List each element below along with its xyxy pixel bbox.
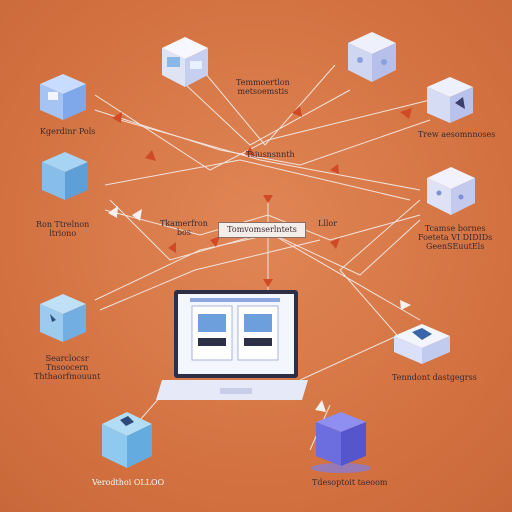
- bottom-left-node-label: Verodthoi OLLOO: [92, 478, 165, 487]
- cube-icon: [427, 77, 473, 123]
- center-box-label: Tomvomserlntets: [227, 225, 297, 234]
- cube-icon: [394, 324, 450, 364]
- cube-icon: [102, 412, 152, 468]
- cube-icon: [40, 294, 86, 342]
- right-mid-node-label: Tenndont dastgegrss: [392, 373, 477, 382]
- top-right-node-label: Trew aesomnnoses: [418, 130, 496, 139]
- cube-icon: [162, 37, 208, 87]
- cube-icon: [42, 152, 88, 200]
- cube-icon: [311, 412, 371, 473]
- cube-icon: [40, 74, 86, 120]
- bottom-right-node-label: Tdesoptoit taeoom: [312, 478, 388, 487]
- center-box: Tomvomserlntets: [218, 222, 306, 238]
- cube-icon: [348, 32, 396, 82]
- laptop-icon: [156, 290, 308, 400]
- center-small-label: Tsiusnsnnth: [246, 150, 295, 159]
- center-right-label: Lllor: [318, 219, 338, 228]
- cube-icon: [427, 167, 475, 215]
- arrow-markers: [112, 106, 412, 287]
- top-left-node-label: Kgerdinr Pols: [40, 127, 96, 136]
